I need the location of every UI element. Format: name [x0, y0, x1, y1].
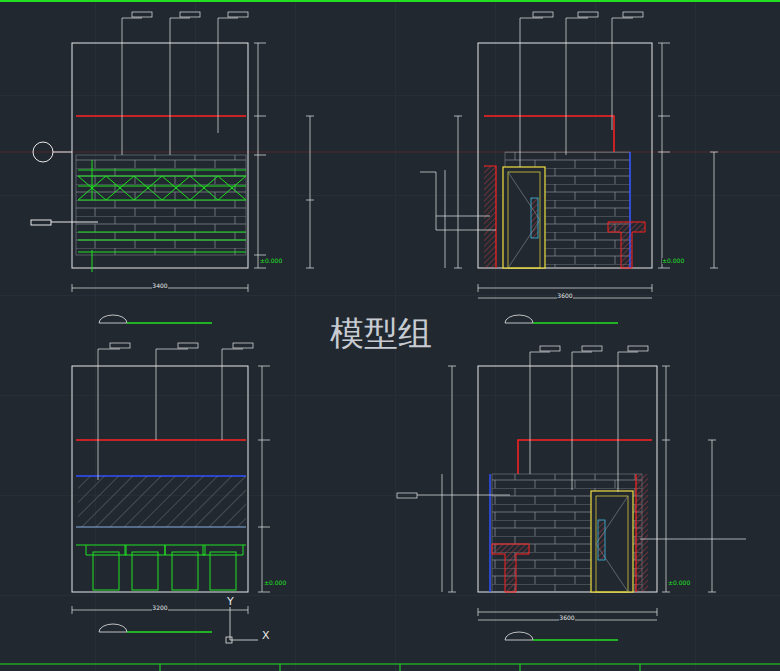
level-text: ±0.000 [662, 258, 684, 264]
level-text: ±0.000 [668, 580, 690, 586]
watermark: 模型组 [330, 316, 432, 350]
level-text: ±0.000 [264, 580, 286, 586]
dimension-text: 3200 [152, 605, 167, 611]
axis-label: Y [227, 596, 234, 607]
dimension-text: 3600 [559, 615, 574, 621]
dimension-text: 3600 [557, 293, 572, 299]
axis-label: X [262, 630, 270, 641]
level-text: ±0.000 [260, 258, 282, 264]
dimension-text: 3400 [152, 283, 167, 289]
